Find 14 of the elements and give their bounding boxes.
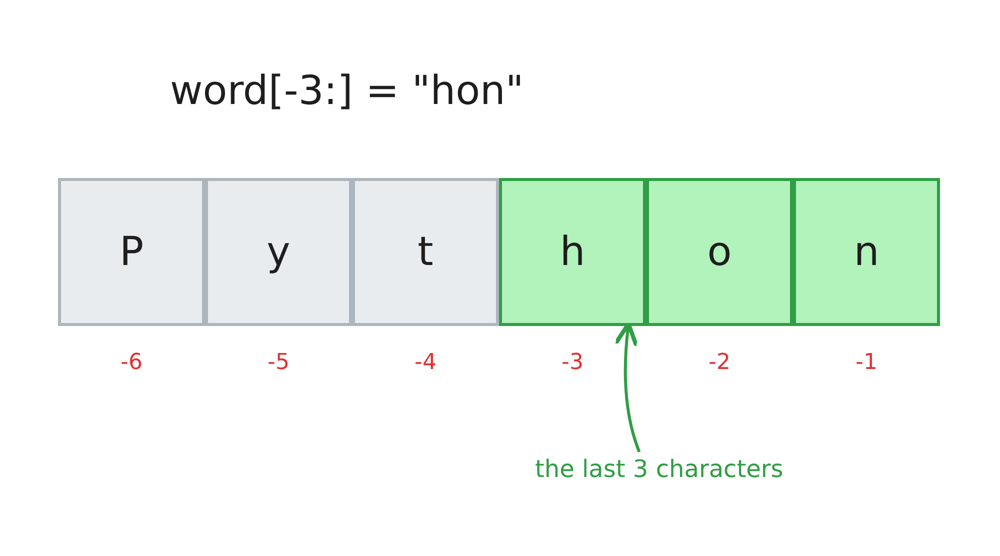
- index-label: -4: [414, 350, 438, 375]
- annotation-text: the last 3 characters: [535, 455, 784, 483]
- letter-box: h: [499, 178, 646, 326]
- index-label: -6: [120, 350, 144, 375]
- index-label: -2: [708, 350, 732, 375]
- index-label: -1: [854, 350, 878, 375]
- letter-box: P: [58, 178, 205, 326]
- index-label: -5: [266, 350, 290, 375]
- letter-box: t: [352, 178, 499, 326]
- heading: word[-3:] = "hon": [170, 68, 524, 114]
- letter-box: o: [646, 178, 793, 326]
- index-label: -3: [560, 350, 584, 375]
- letter-box: y: [205, 178, 352, 326]
- letter-box: n: [793, 178, 940, 326]
